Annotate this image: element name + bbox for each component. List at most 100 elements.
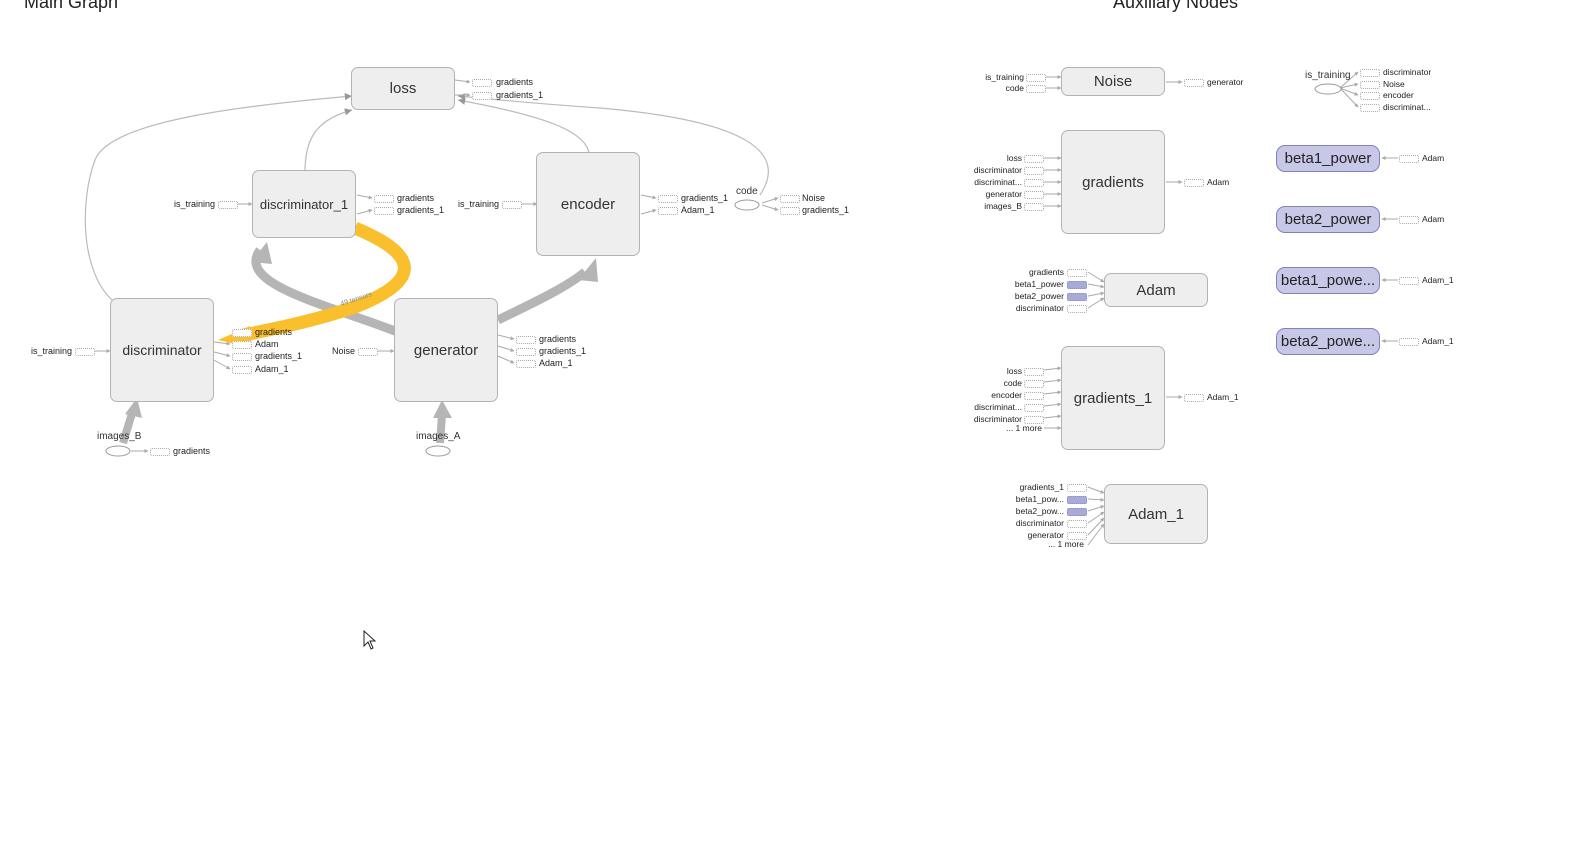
noise-in-label: is_training bbox=[985, 72, 1024, 82]
code-label[interactable]: code bbox=[736, 186, 758, 197]
stub[interactable] bbox=[780, 207, 800, 215]
stub[interactable] bbox=[502, 201, 522, 209]
main-graph-title: Main Graph bbox=[24, 0, 119, 12]
aux-node-adam-1[interactable]: Adam_1 bbox=[1104, 484, 1208, 544]
aux-node-beta2-power[interactable]: beta2_power bbox=[1276, 206, 1380, 233]
stub[interactable] bbox=[1067, 496, 1087, 504]
stub[interactable] bbox=[516, 360, 536, 368]
stub[interactable] bbox=[1024, 392, 1044, 400]
aux-node-adam[interactable]: Adam bbox=[1104, 273, 1208, 307]
stub[interactable] bbox=[232, 353, 252, 361]
adam1-in-more[interactable]: ... 1 more bbox=[1048, 539, 1084, 549]
noise-in-label: code bbox=[1005, 83, 1024, 93]
aux-node-beta2-powe[interactable]: beta2_powe... bbox=[1276, 328, 1380, 355]
code-const-ellipse bbox=[734, 199, 760, 211]
adam1-in-label: beta1_pow... bbox=[1015, 494, 1064, 504]
is-training-aux-ellipse bbox=[1314, 83, 1342, 95]
d-out-gradients1: gradients_1 bbox=[255, 351, 303, 361]
stub[interactable] bbox=[516, 336, 536, 344]
node-encoder[interactable]: encoder bbox=[536, 152, 640, 256]
gradients1-out-label: Adam_1 bbox=[1207, 392, 1239, 402]
node-discriminator-1[interactable]: discriminator_1 bbox=[252, 170, 356, 238]
stub[interactable] bbox=[780, 195, 800, 203]
stub[interactable] bbox=[1360, 69, 1380, 77]
stub[interactable] bbox=[472, 79, 492, 87]
stub[interactable] bbox=[232, 329, 252, 337]
stub[interactable] bbox=[1067, 520, 1087, 528]
stub[interactable] bbox=[1184, 79, 1204, 87]
stub[interactable] bbox=[1399, 216, 1419, 224]
stub[interactable] bbox=[1184, 179, 1204, 187]
d-out-adam: Adam bbox=[255, 339, 279, 349]
loss-out-gradients1: gradients_1 bbox=[496, 90, 544, 100]
node-discriminator[interactable]: discriminator bbox=[110, 298, 214, 402]
images-B-ellipse bbox=[105, 445, 131, 457]
gen-out-adam1: Adam_1 bbox=[539, 358, 573, 368]
stub[interactable] bbox=[1024, 191, 1044, 199]
adam1-in-label: gradients_1 bbox=[1019, 482, 1064, 492]
gradients1-in-more[interactable]: ... 1 more bbox=[1006, 423, 1042, 433]
stub[interactable] bbox=[658, 195, 678, 203]
stub[interactable] bbox=[1399, 277, 1419, 285]
stub[interactable] bbox=[516, 348, 536, 356]
beta2-powe-out: Adam_1 bbox=[1422, 336, 1454, 346]
stub[interactable] bbox=[1360, 81, 1380, 89]
stub[interactable] bbox=[1067, 532, 1087, 540]
stub[interactable] bbox=[1067, 484, 1087, 492]
edge-discriminator-loss bbox=[84, 93, 353, 301]
stub[interactable] bbox=[1067, 305, 1087, 313]
stub[interactable] bbox=[1067, 508, 1087, 516]
stub[interactable] bbox=[1067, 269, 1087, 277]
gradients-in-label: loss bbox=[1006, 153, 1022, 163]
mouse-cursor-icon bbox=[363, 630, 377, 650]
stub[interactable] bbox=[1067, 281, 1087, 289]
stub[interactable] bbox=[150, 448, 170, 456]
stub[interactable] bbox=[232, 341, 252, 349]
aux-node-beta1-power[interactable]: beta1_power bbox=[1276, 145, 1380, 172]
stub[interactable] bbox=[1024, 155, 1044, 163]
adam-in-label: beta1_power bbox=[1014, 279, 1064, 289]
stub[interactable] bbox=[472, 92, 492, 100]
stub[interactable] bbox=[1399, 155, 1419, 163]
beta2-power-out: Adam bbox=[1422, 214, 1445, 224]
aux-node-gradients[interactable]: gradients bbox=[1061, 130, 1165, 234]
adam1-in-label: beta2_pow... bbox=[1015, 506, 1064, 516]
images-B-label[interactable]: images_B bbox=[97, 431, 142, 442]
stub[interactable] bbox=[1024, 404, 1044, 412]
stub[interactable] bbox=[374, 195, 394, 203]
stub[interactable] bbox=[1360, 104, 1380, 112]
adam-in-label: gradients bbox=[1029, 267, 1064, 277]
stub[interactable] bbox=[1024, 416, 1044, 424]
stub[interactable] bbox=[218, 201, 238, 209]
stub[interactable] bbox=[1026, 85, 1046, 93]
beta1-powe-out: Adam_1 bbox=[1422, 275, 1454, 285]
stub[interactable] bbox=[232, 366, 252, 374]
stub[interactable] bbox=[1024, 167, 1044, 175]
stub[interactable] bbox=[1067, 293, 1087, 301]
stub[interactable] bbox=[358, 348, 378, 356]
is-training-aux-label[interactable]: is_training bbox=[1305, 70, 1351, 81]
stub[interactable] bbox=[1360, 92, 1380, 100]
adam-in-label: discriminator bbox=[1015, 303, 1064, 313]
stub[interactable] bbox=[1024, 368, 1044, 376]
stub[interactable] bbox=[1026, 74, 1046, 82]
node-generator[interactable]: generator bbox=[394, 298, 498, 402]
adam-in-label: beta2_power bbox=[1014, 291, 1064, 301]
images-A-label[interactable]: images_A bbox=[416, 431, 461, 442]
stub[interactable] bbox=[1184, 394, 1204, 402]
node-loss[interactable]: loss bbox=[351, 67, 455, 110]
stub[interactable] bbox=[658, 207, 678, 215]
aux-node-noise[interactable]: Noise bbox=[1061, 67, 1165, 96]
stub[interactable] bbox=[1399, 338, 1419, 346]
stub[interactable] bbox=[1024, 179, 1044, 187]
noise-out-label: generator bbox=[1207, 77, 1244, 87]
edge-generator-encoder bbox=[496, 268, 588, 325]
stub[interactable] bbox=[1024, 380, 1044, 388]
stub[interactable] bbox=[75, 348, 95, 356]
stub[interactable] bbox=[374, 207, 394, 215]
is-training-out: discriminat... bbox=[1383, 102, 1431, 112]
stub[interactable] bbox=[1024, 203, 1044, 211]
aux-node-beta1-powe[interactable]: beta1_powe... bbox=[1276, 267, 1380, 294]
aux-node-gradients-1[interactable]: gradients_1 bbox=[1061, 346, 1165, 450]
